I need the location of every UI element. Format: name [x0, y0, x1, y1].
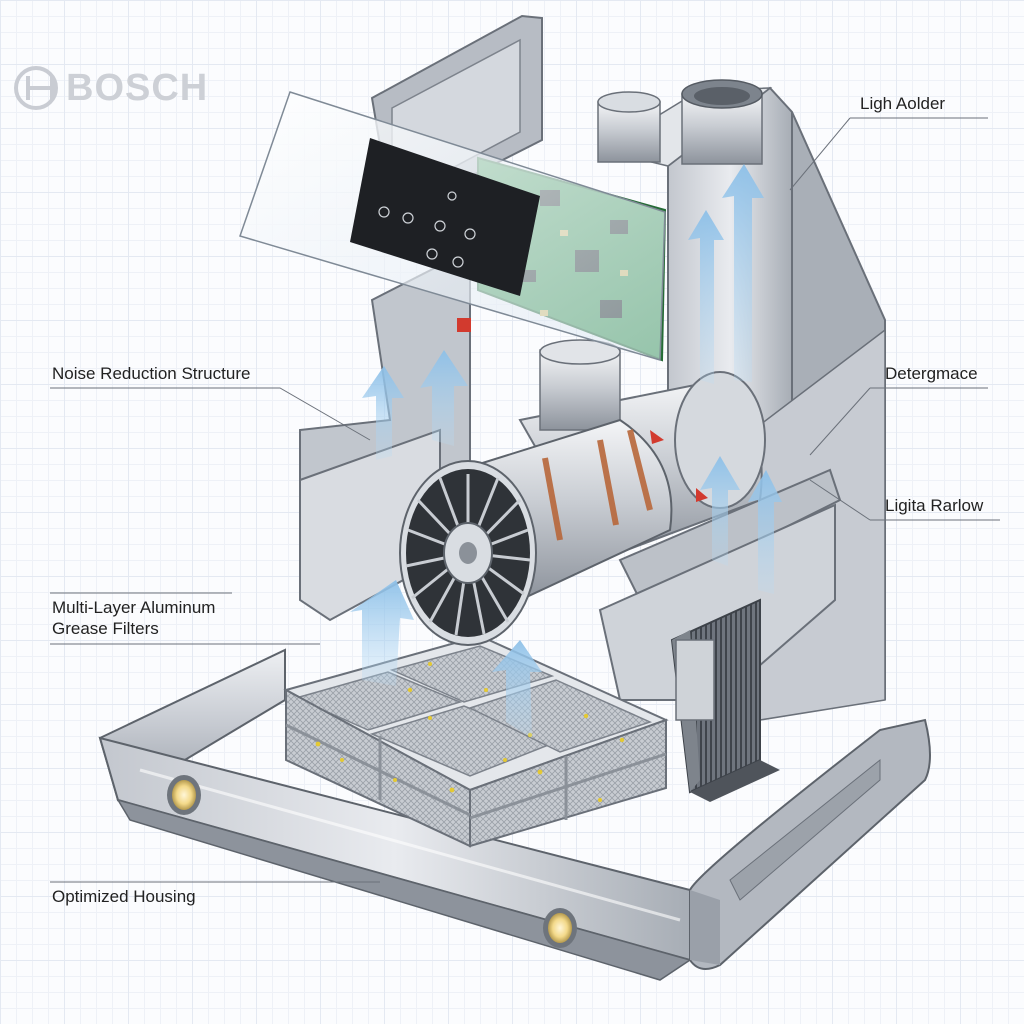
led-light — [167, 775, 201, 815]
airflow-arrow — [700, 456, 740, 566]
brand-logo: BOSCH — [14, 66, 208, 110]
side-frame — [299, 248, 842, 701]
airflow-arrow — [748, 470, 782, 594]
brand-name: BOSCH — [66, 66, 209, 109]
callout-ligh-aolder: Ligh Aolder — [860, 94, 946, 113]
callout-housing: Optimized Housing — [52, 887, 196, 906]
bosch-emblem-icon — [14, 66, 58, 110]
airflow-arrow — [492, 640, 542, 738]
leader-line — [809, 479, 871, 521]
callout-noise-reduction: Noise Reduction Structure — [52, 364, 251, 383]
callout-filters-line1: Multi-Layer Aluminum — [52, 598, 216, 617]
airflow-arrow — [688, 210, 724, 384]
control-panel — [239, 91, 667, 362]
led-light — [543, 908, 577, 948]
callout-ligita-rarlow: Ligita Rarlow — [885, 496, 984, 515]
callout-detergmace: Detergmace — [885, 364, 978, 383]
carbon-filter — [670, 598, 780, 802]
leader-line — [50, 387, 371, 441]
airflow-arrow — [362, 366, 404, 460]
blower-motor — [399, 339, 766, 646]
leader-line — [809, 387, 871, 456]
leader-line — [789, 117, 851, 191]
callout-filters-line2: Grease Filters — [52, 619, 159, 638]
airflow-arrow — [722, 164, 764, 382]
airflow-arrow — [420, 350, 468, 446]
exhaust-duct — [597, 79, 763, 165]
airflow-arrow — [350, 580, 414, 686]
